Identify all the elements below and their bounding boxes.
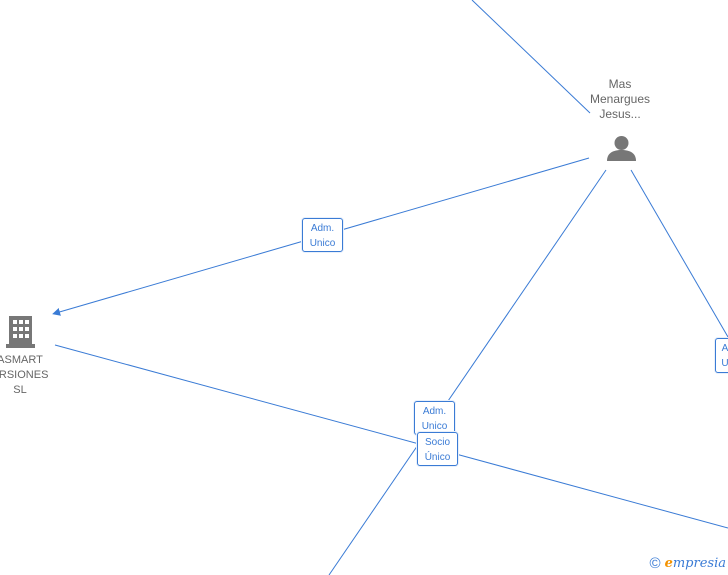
brand-initial: e [664, 556, 673, 571]
edge-label-adm-unico-right[interactable]: A U [715, 338, 728, 373]
company-name-label[interactable]: ASMART ERSIONES SL [0, 354, 49, 396]
edge-line-top [471, 0, 591, 114]
person-icon[interactable] [606, 135, 637, 162]
watermark: © empresia [650, 555, 726, 572]
edge-line-person-bottom [328, 169, 607, 575]
copyright-icon: © [649, 555, 661, 572]
edge-label-adm-unico-company[interactable]: Adm. Unico [302, 218, 343, 252]
brand-logo: empresia [665, 556, 726, 571]
brand-name: mpresia [672, 556, 726, 571]
person-name-label[interactable]: Mas Menargues Jesus... [589, 77, 651, 121]
edge-label-socio-unico-bottom[interactable]: Socio Único [417, 432, 458, 466]
building-icon[interactable] [6, 314, 35, 348]
edge-label-adm-unico-bottom[interactable]: Adm. Unico [414, 401, 455, 435]
edge-line-company-right [54, 344, 728, 529]
edge-line-person-right [630, 169, 728, 338]
